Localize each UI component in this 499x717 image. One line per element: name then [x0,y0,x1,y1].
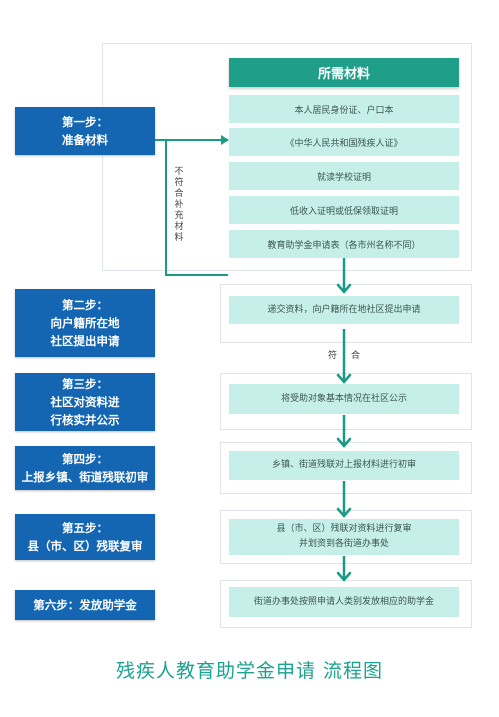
step-2-text-2: 社区提出申请 [50,334,120,348]
supplement-label: 不 符 合 补 充 材 料 [174,167,184,243]
step-4-text: 上报乡镇、街道残联初审 [21,470,149,484]
action-step-2: 递交资料，向户籍所在地社区提出申请 [229,296,459,324]
step-3: 第三步： 社区对资料进 行核实并公示 [15,373,155,431]
step-3-text-1: 社区对资料进 [50,395,120,409]
material-income-proof: 低收入证明或低保领取证明 [229,196,459,224]
action-step-6: 街道办事处按照申请人类别发放相应的助学金 [229,587,459,617]
step-1-text: 准备材料 [62,133,108,147]
step-2-text-1: 向户籍所在地 [50,316,120,330]
material-school-proof: 就读学校证明 [229,162,459,190]
action-step-5: 县（市、区）残联对资料进行复审 并划资到各街道办事处 [229,519,459,555]
step-5-text: 县（市、区）残联复审 [27,539,143,553]
materials-header: 所需材料 [229,58,459,87]
action-step-3: 将受助对象基本情况在社区公示 [229,384,459,414]
action-step-4: 乡镇、街道残联对上报材料进行初审 [229,451,459,480]
step-1-label: 第一步： [62,115,108,129]
step-6: 第六步：发放助学金 [15,590,155,620]
step-1: 第一步： 准备材料 [15,107,155,155]
material-disability-cert: 《中华人民共和国残疾人证》 [229,128,459,156]
step-3-label: 第三步： [62,377,108,391]
condition-label-2: 合 [351,351,361,361]
step-6-label: 第六步：发放助学金 [33,598,137,612]
condition-label-1: 符 [328,351,338,361]
flowchart-title: 残疾人教育助学金申请 流程图 [115,660,384,682]
step-2: 第二步： 向户籍所在地 社区提出申请 [15,289,155,357]
step-2-label: 第二步： [62,298,108,312]
step-5-label: 第五步： [62,521,108,535]
step-3-text-2: 行核实并公示 [50,413,120,427]
material-application-form: 教育助学金申请表（各市州名称不同） [229,230,459,258]
step-5: 第五步： 县（市、区）残联复审 [15,514,155,560]
material-id-card: 本人居民身份证、户口本 [229,95,459,123]
step-4-label: 第四步： [62,452,108,466]
step-4: 第四步： 上报乡镇、街道残联初审 [15,446,155,490]
